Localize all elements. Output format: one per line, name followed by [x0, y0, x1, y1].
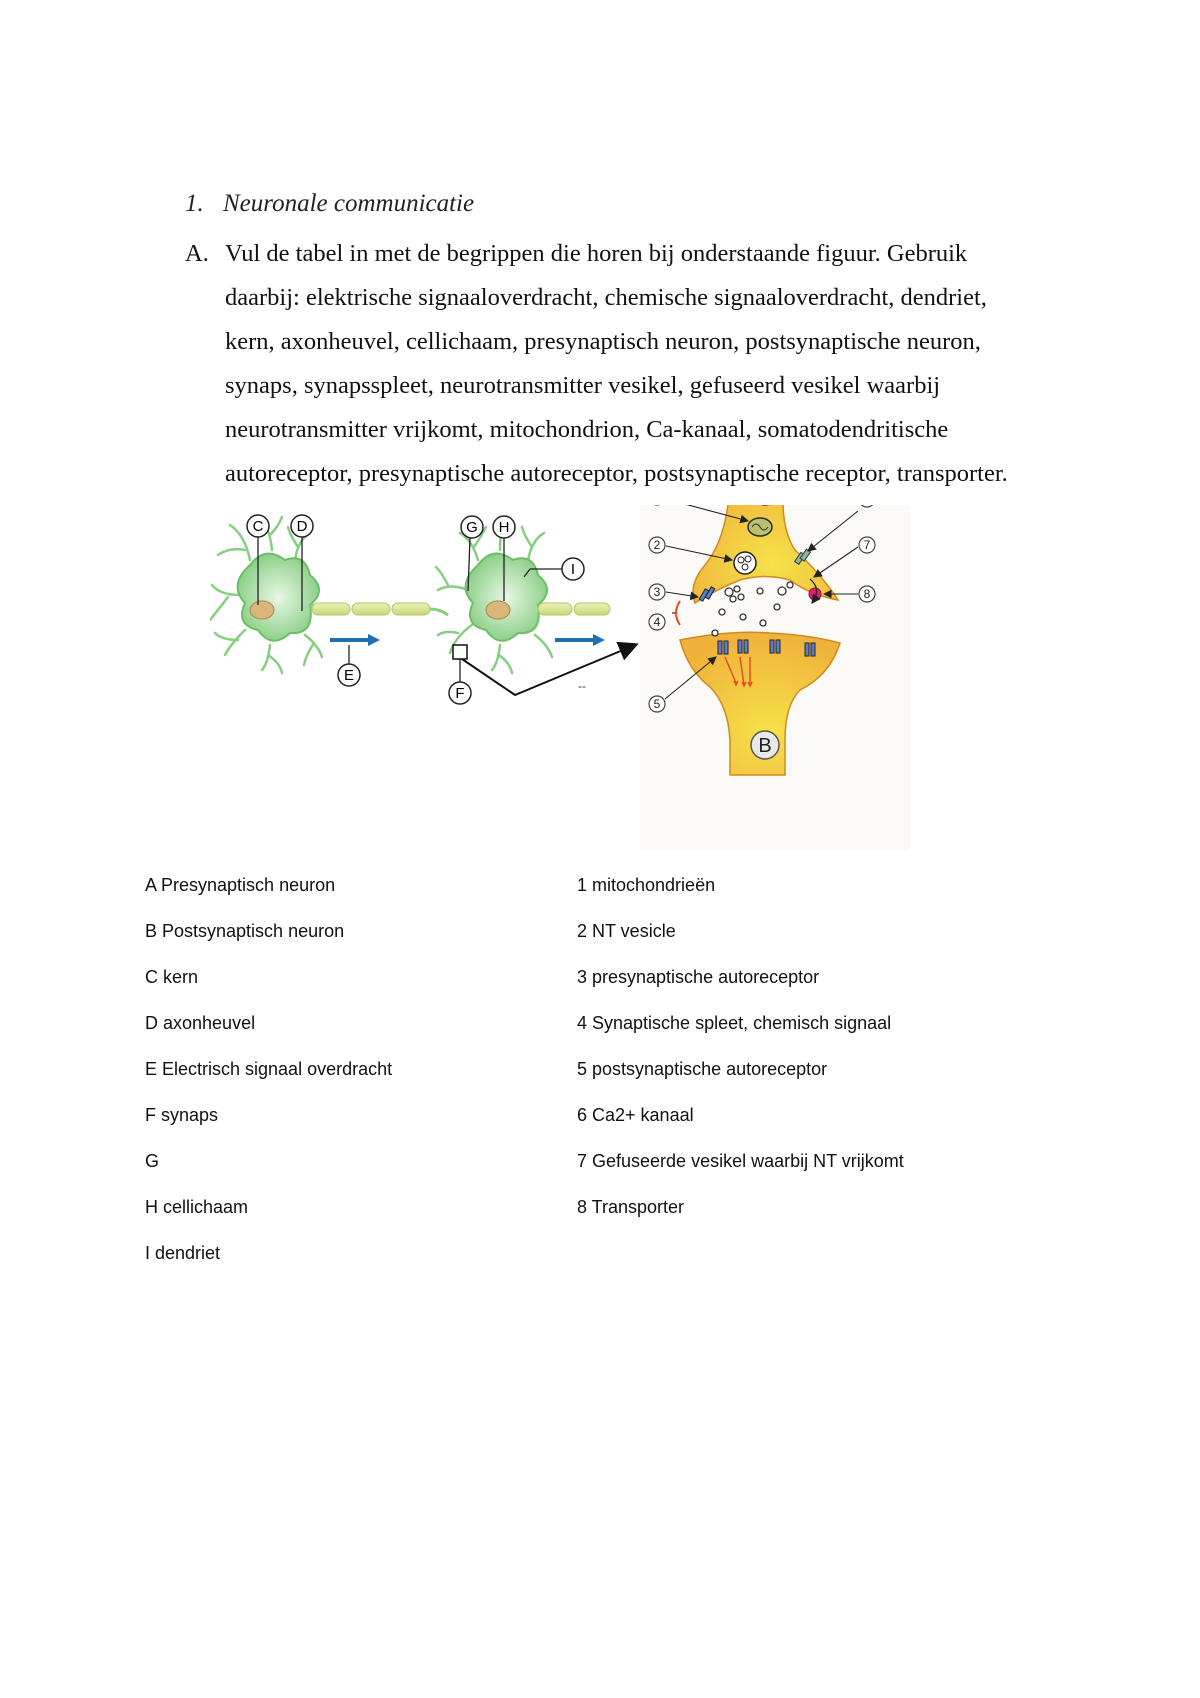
- task-text: Vul de tabel in met de begrippen die hor…: [225, 232, 1055, 496]
- nt-vesicle-cluster: [734, 552, 756, 574]
- number-7: 7: [864, 538, 871, 552]
- zoom-arrow: [462, 645, 635, 695]
- answer-item: 5 postsynaptische autoreceptor: [577, 1058, 904, 1104]
- answer-item: 2 NT vesicle: [577, 920, 904, 966]
- axon-2: [538, 603, 610, 615]
- dash-mark: --: [578, 679, 586, 693]
- answer-item: D axonheuvel: [145, 1012, 392, 1058]
- synapse-detail: A B 1 2 3 4: [640, 505, 910, 850]
- task-line: kern, axonheuvel, cellichaam, presynapti…: [225, 320, 1055, 364]
- neuron-1-soma: [238, 554, 319, 641]
- electric-signal-arrows: [330, 634, 605, 646]
- answer-item: G: [145, 1150, 392, 1196]
- label-g: G: [466, 519, 478, 536]
- answer-item: B Postsynaptisch neuron: [145, 920, 392, 966]
- task-line: autoreceptor, presynaptische autorecepto…: [225, 452, 1055, 496]
- number-6: 6: [864, 505, 871, 506]
- task-letter: A.: [185, 232, 209, 276]
- label-e: E: [344, 667, 354, 684]
- answer-item: C kern: [145, 966, 392, 1012]
- answer-item: H cellichaam: [145, 1196, 392, 1242]
- section-title: Neuronale communicatie: [223, 190, 474, 218]
- answer-item: E Electrisch signaal overdracht: [145, 1058, 392, 1104]
- answer-item: 3 presynaptische autoreceptor: [577, 966, 904, 1012]
- task-line: daarbij: elektrische signaaloverdracht, …: [225, 276, 1055, 320]
- neuron-1: [210, 517, 322, 673]
- answer-item: 4 Synaptische spleet, chemisch signaal: [577, 1012, 904, 1058]
- number-2: 2: [654, 538, 661, 552]
- neuron-2-soma: [466, 554, 547, 641]
- number-3: 3: [654, 585, 661, 599]
- neuron-synapse-diagram: -- C D G H I E: [210, 505, 1000, 850]
- answer-item: 7 Gefuseerde vesikel waarbij NT vrijkomt: [577, 1150, 904, 1196]
- answer-item: I dendriet: [145, 1242, 392, 1288]
- answer-column-letters: A Presynaptisch neuron B Postsynaptisch …: [145, 874, 392, 1288]
- arrow-right-icon: [368, 634, 380, 646]
- neuron-synapse-figure: -- C D G H I E: [210, 505, 1000, 850]
- answer-item: A Presynaptisch neuron: [145, 874, 392, 920]
- synapse-box: [453, 645, 467, 659]
- arrow-right-icon: [593, 634, 605, 646]
- task-line: neurotransmitter vrijkomt, mitochondrion…: [225, 408, 1055, 452]
- answer-item: 8 Transporter: [577, 1196, 904, 1242]
- section-number: 1.: [185, 190, 223, 218]
- answer-item: 1 mitochondrieën: [577, 874, 904, 920]
- axon-1: [310, 603, 448, 615]
- task-instruction: A. Vul de tabel in met de begrippen die …: [185, 232, 1055, 496]
- label-b: B: [758, 735, 771, 757]
- label-h: H: [499, 519, 510, 536]
- label-f: F: [455, 685, 464, 702]
- answer-column-numbers: 1 mitochondrieën 2 NT vesicle 3 presynap…: [577, 874, 904, 1242]
- answer-item: 6 Ca2+ kanaal: [577, 1104, 904, 1150]
- task-line: synaps, synapsspleet, neurotransmitter v…: [225, 364, 1055, 408]
- answer-item: F synaps: [145, 1104, 392, 1150]
- number-8: 8: [864, 587, 871, 601]
- label-c: C: [253, 518, 264, 535]
- task-line: Vul de tabel in met de begrippen die hor…: [225, 232, 1055, 276]
- number-4: 4: [654, 615, 661, 629]
- label-i: I: [571, 561, 575, 578]
- section-heading: 1. Neuronale communicatie: [185, 190, 474, 218]
- label-d: D: [297, 518, 308, 535]
- neuron-2-nucleus: [486, 601, 510, 619]
- number-5: 5: [654, 697, 661, 711]
- neuron-1-nucleus: [250, 601, 274, 619]
